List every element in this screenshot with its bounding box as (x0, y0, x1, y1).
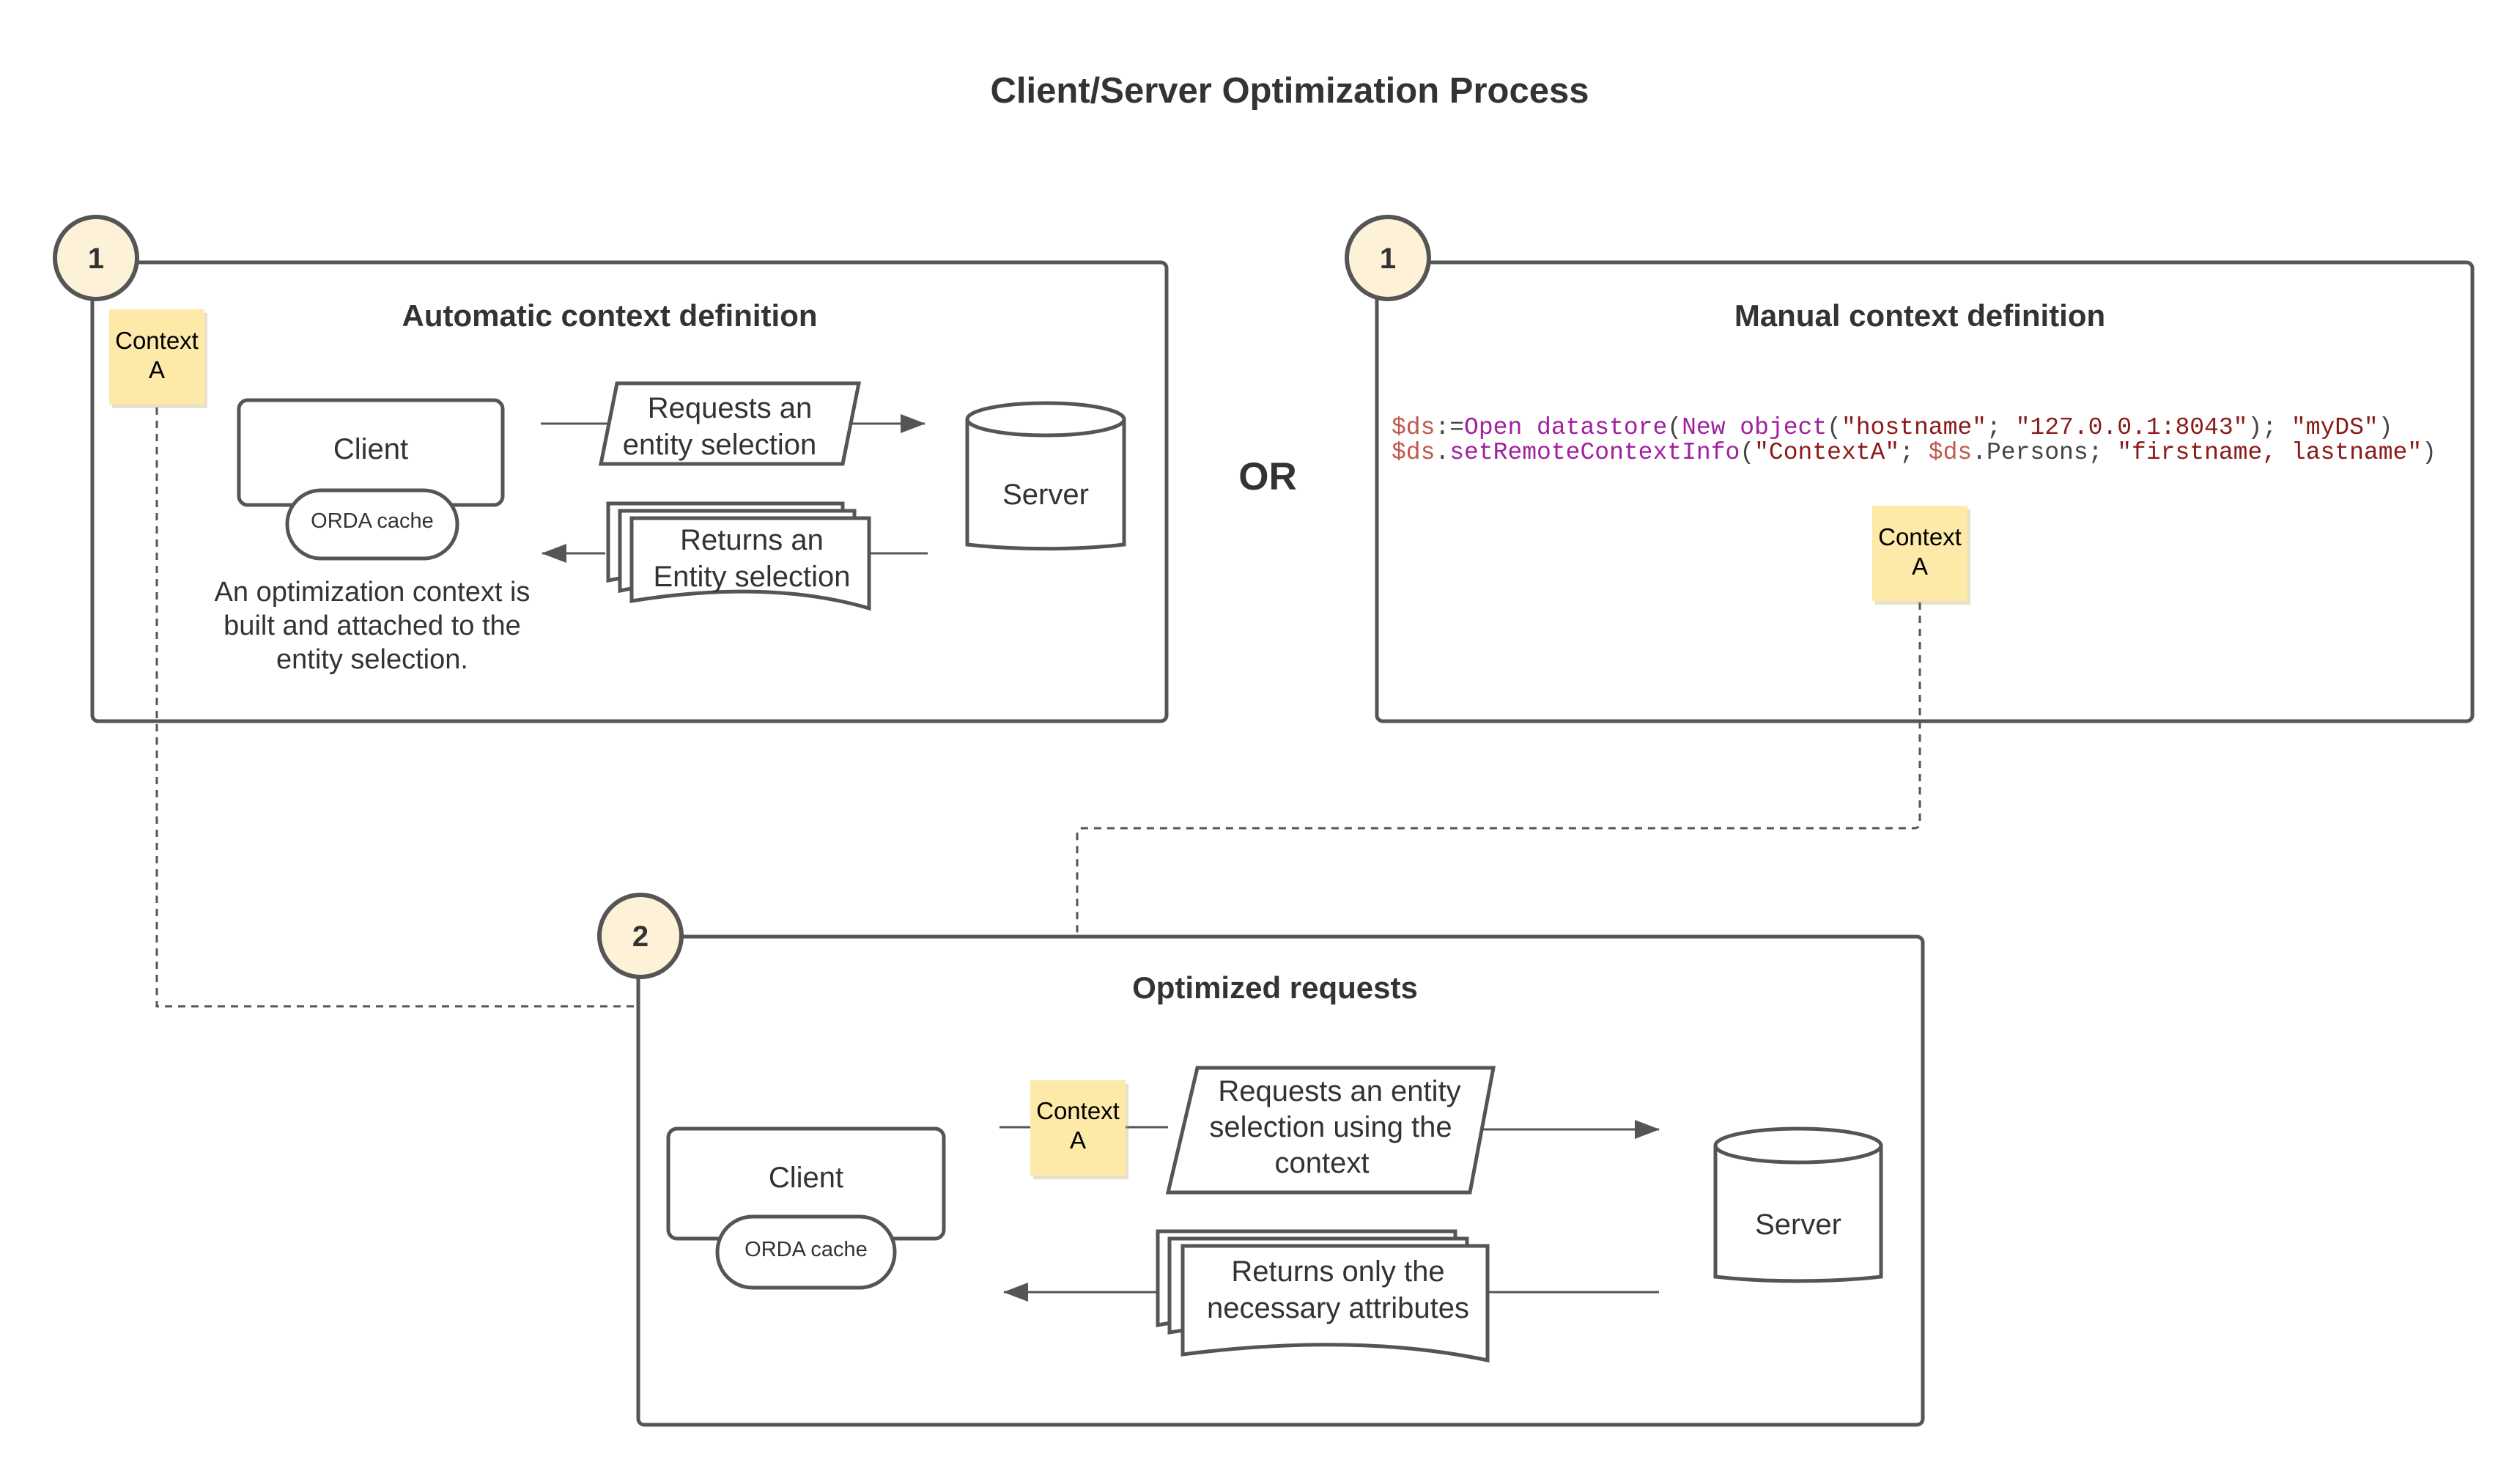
step-number: 2 (632, 921, 649, 953)
panel-optimized-requests: Optimized requests 2 Client ORDA cache C… (597, 893, 1925, 1427)
client-label: Client (333, 433, 408, 465)
client-box-optimized: Client (666, 1126, 946, 1241)
server-cylinder-auto: Server (965, 401, 1126, 551)
code-token-plain: . (1435, 439, 1449, 466)
or-separator: OR (1238, 455, 1297, 498)
orda-cache-auto: ORDA cache (285, 488, 459, 561)
response-label-line-1: Returns only the (1231, 1255, 1444, 1288)
context-note-optimized: Context A (1030, 1080, 1128, 1179)
response-doc-stack-optimized: Returns only the necessary attributes (1156, 1229, 1490, 1363)
note-line-1: Context (1036, 1097, 1120, 1124)
step-number: 1 (88, 243, 104, 275)
code-token-plain: ( (1740, 439, 1754, 466)
server-cylinder-optimized: Server (1713, 1126, 1883, 1283)
client-label: Client (769, 1162, 843, 1194)
context-note-auto: Context A (109, 309, 207, 408)
request-label-line-3: context (1275, 1147, 1370, 1179)
note-line-2: A (1070, 1126, 1086, 1154)
panel-optimized-title: Optimized requests (1132, 970, 1418, 1005)
panel-automatic-frame (90, 260, 1169, 723)
panel-automatic-title: Automatic context definition (402, 298, 818, 333)
code-token-plain: := (1435, 414, 1464, 441)
code-token-plain: ( (1667, 414, 1682, 441)
request-label-line-1: Requests an entity (1218, 1075, 1460, 1107)
code-token-string: "hostname" (1841, 414, 1987, 441)
code-token-string: "myDS" (2291, 414, 2379, 441)
panel-manual-frame (1375, 260, 2475, 723)
server-label: Server (1755, 1209, 1841, 1241)
code-token-string: "127.0.0.1:8043" (2016, 414, 2248, 441)
context-note-manual: Context A (1872, 506, 1970, 605)
code-token-keyword: setRemoteContextInfo (1449, 439, 1740, 466)
code-token-keyword: New object (1682, 414, 1827, 441)
code-token-variable: $ds (1392, 439, 1435, 466)
auto-description-line-2: built and attached to the (223, 611, 521, 641)
request-shape-auto: Requests an entity selection (598, 381, 862, 466)
code-token-plain: ( (1827, 414, 1841, 441)
code-token-keyword: Open datastore (1464, 414, 1667, 441)
step-number: 1 (1380, 243, 1396, 275)
code-line-2: $ds.setRemoteContextInfo("ContextA"; $ds… (1392, 439, 2436, 466)
note-line-1: Context (1878, 523, 1962, 550)
code-line-1: $ds:=Open datastore(New object("hostname… (1392, 414, 2393, 441)
panel-manual-title: Manual context definition (1734, 298, 2105, 333)
panel-automatic-context: Automatic context definition 1 Context A… (53, 215, 1169, 723)
code-token-plain: ) (2379, 414, 2393, 441)
response-label-line-2: Entity selection (653, 561, 850, 593)
auto-description-line-1: An optimization context is (215, 577, 531, 608)
step-badge-optimized: 2 (597, 893, 684, 979)
response-label-line-1: Returns an (680, 524, 824, 556)
code-token-plain: ; (1899, 439, 1929, 466)
context-connector-auto (155, 407, 1074, 1008)
note-line-2: A (149, 356, 165, 383)
code-token-string: "ContextA" (1754, 439, 1899, 466)
code-token-plain: ); (2247, 414, 2291, 441)
code-token-plain: ; (1987, 414, 2016, 441)
code-token-variable: $ds (1929, 439, 1972, 466)
cache-label: ORDA cache (744, 1238, 868, 1261)
code-token-variable: $ds (1392, 414, 1435, 441)
request-label-line-2: entity selection (623, 429, 817, 461)
request-label-line-2: selection using the (1209, 1111, 1452, 1143)
cache-label: ORDA cache (311, 509, 434, 533)
code-token-plain: .Persons; (1972, 439, 2117, 466)
note-line-1: Context (115, 327, 199, 354)
orda-cache-optimized: ORDA cache (715, 1214, 897, 1290)
step-badge-auto: 1 (53, 215, 139, 301)
server-label: Server (1002, 479, 1089, 511)
request-shape-optimized: Requests an entity selection using the c… (1165, 1066, 1496, 1195)
code-token-string: "firstname, lastname" (2117, 439, 2422, 466)
panel-manual-context: Manual context definition 1 $ds:=Open da… (1345, 215, 2475, 723)
response-label-line-2: necessary attributes (1207, 1292, 1469, 1324)
code-token-plain: ) (2422, 439, 2436, 466)
diagram-title: Client/Server Optimization Process (991, 71, 1589, 111)
request-label-line-1: Requests an (648, 392, 813, 424)
auto-description-line-3: entity selection. (276, 644, 468, 675)
step-badge-manual: 1 (1345, 215, 1431, 301)
note-line-2: A (1912, 553, 1928, 580)
response-doc-stack-auto: Returns an Entity selection (606, 501, 871, 611)
